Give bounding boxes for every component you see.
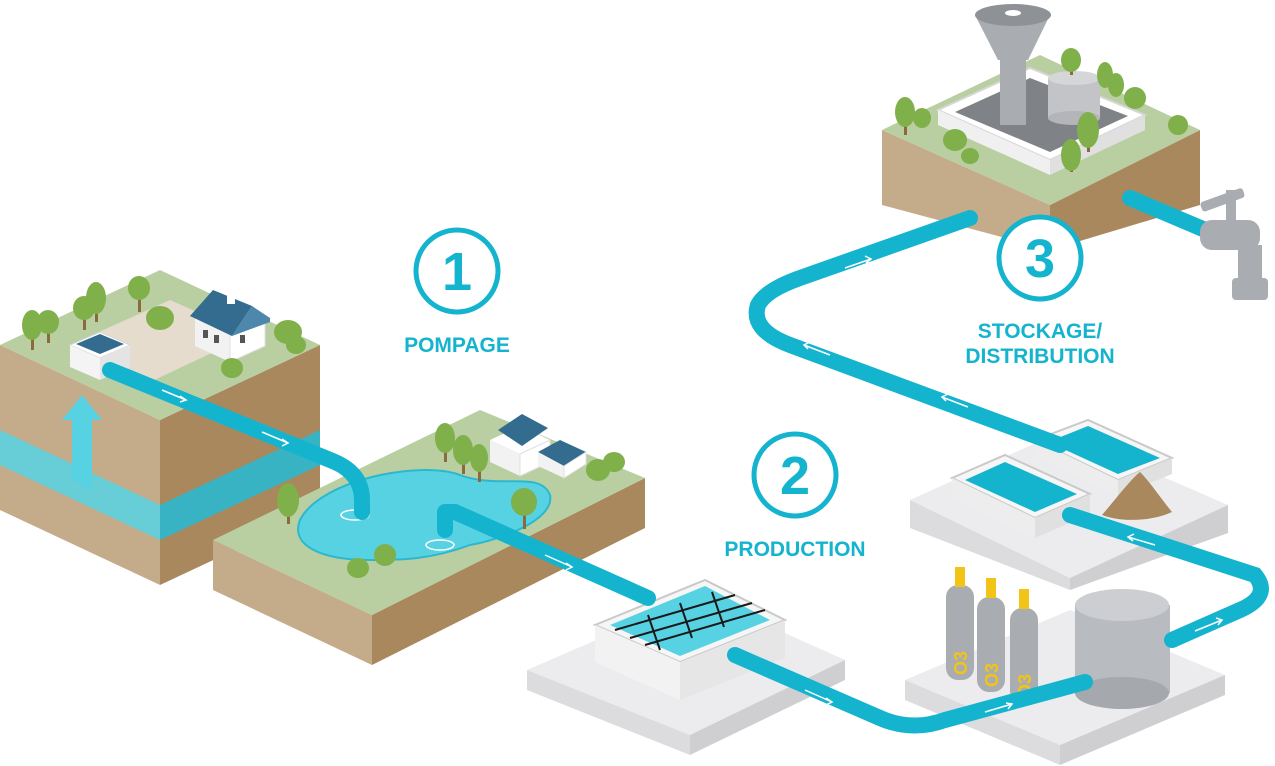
- step-1-label: POMPAGE: [404, 334, 510, 357]
- trees-block-1: [22, 276, 306, 378]
- sand-pile-icon: [1102, 472, 1172, 520]
- tree-icon: [511, 488, 537, 529]
- tree-icon: [1097, 62, 1124, 97]
- ozone-bottle-icon: O3: [977, 578, 1005, 692]
- step-1-number: 1: [442, 242, 472, 302]
- step-2-circle: [751, 431, 839, 519]
- flow-arrow-icon: [802, 341, 831, 356]
- step-3-number: 3: [1025, 229, 1055, 289]
- house-icon: [190, 290, 270, 363]
- step-3-circle: [996, 214, 1084, 302]
- flow-arrow-icon: [940, 393, 969, 408]
- step-3-label-line-2: DISTRIBUTION: [965, 345, 1114, 368]
- tree-icon: [22, 310, 42, 350]
- flow-arrows: [161, 255, 1224, 713]
- ozone-tank-icon: [1075, 589, 1170, 709]
- tree-icon: [470, 444, 488, 482]
- flow-arrow-icon: [804, 689, 834, 706]
- tree-icon: [128, 276, 150, 312]
- tree-icon: [347, 544, 396, 578]
- step-2-label: PRODUCTION: [724, 538, 865, 561]
- trees-block-3: [895, 48, 1188, 172]
- step-1-circle: [413, 227, 501, 315]
- step-3-label-line-1: STOCKAGE/: [978, 320, 1103, 343]
- tree-icon: [277, 483, 299, 524]
- tree-icon: [895, 97, 915, 135]
- step-2: 2 PRODUCTION: [724, 431, 866, 561]
- house-icon: [490, 414, 587, 479]
- flow-arrow-icon: [844, 255, 873, 269]
- svg-text:O3: O3: [951, 651, 971, 675]
- tree-icon: [221, 358, 243, 378]
- tree-icon: [86, 282, 106, 322]
- tree-icon: [1061, 48, 1081, 75]
- filtration-plant: [527, 578, 845, 755]
- tree-icon: [913, 108, 931, 128]
- flow-arrow-icon: [1194, 617, 1224, 632]
- tree-icon: [146, 306, 174, 330]
- flow-arrow-icon: [161, 389, 188, 403]
- tree-icon: [435, 423, 455, 462]
- step-2-number: 2: [780, 446, 810, 506]
- tap-icon: [1200, 188, 1268, 300]
- water-tower-icon: [975, 4, 1051, 125]
- flow-arrow-icon: [984, 702, 1014, 713]
- ozone-bottle-icon: O3: [1010, 589, 1038, 703]
- water-pipe: [102, 190, 1269, 734]
- tree-icon: [943, 129, 979, 164]
- tree-icon: [453, 435, 473, 474]
- tree-icon: [1077, 112, 1099, 152]
- step-3: 3 STOCKAGE/ DISTRIBUTION: [965, 214, 1115, 368]
- ozone-bottle-icon: O3: [946, 567, 974, 680]
- svg-text:O3: O3: [982, 663, 1002, 687]
- tree-icon: [586, 452, 625, 481]
- tree-icon: [37, 310, 59, 343]
- flow-arrow-icon: [544, 554, 574, 571]
- tree-icon: [1061, 139, 1081, 172]
- tree-icon: [274, 320, 306, 354]
- flow-arrow-icon: [261, 431, 290, 447]
- trees-block-2: [277, 423, 625, 578]
- tree-icon: [1124, 87, 1146, 109]
- step-1: 1 POMPAGE: [404, 227, 510, 357]
- tree-icon: [1168, 115, 1188, 135]
- flow-arrow-icon: [1126, 533, 1156, 546]
